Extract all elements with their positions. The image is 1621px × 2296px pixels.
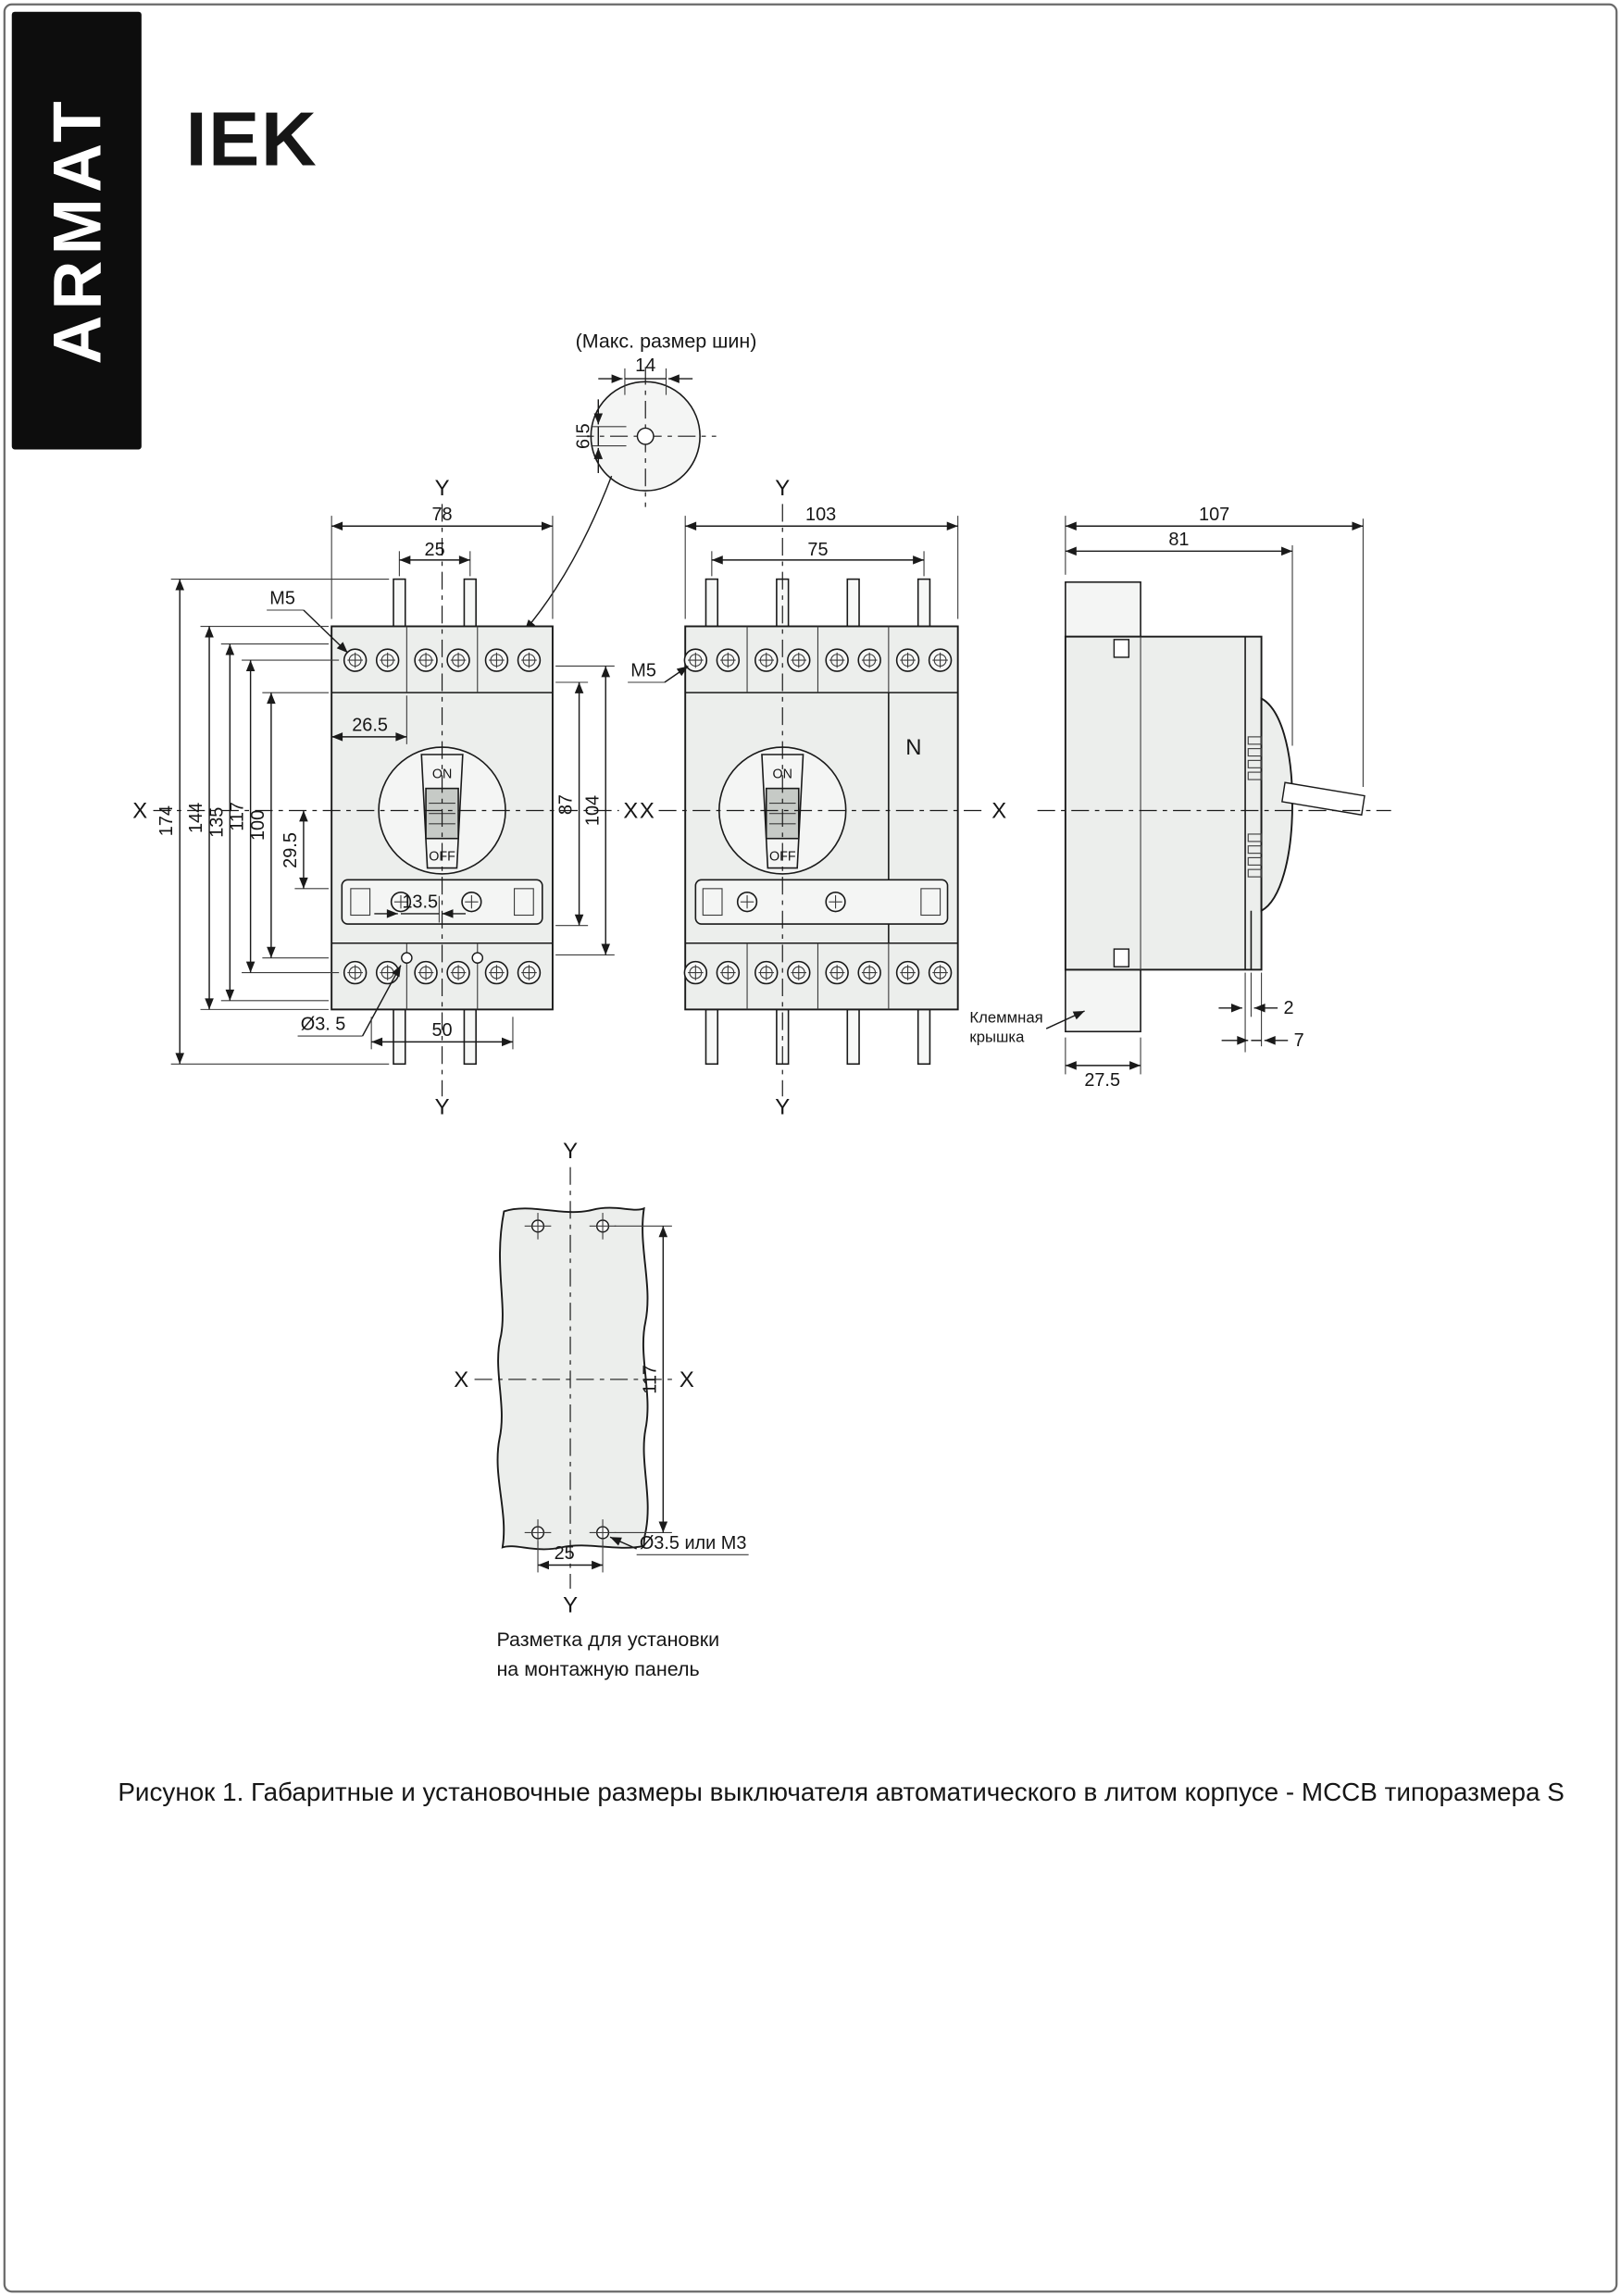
dim-78: 78 — [431, 505, 452, 525]
axis-y-bottom-template: Y — [563, 1592, 578, 1617]
breaker-body-side — [1064, 635, 1263, 971]
dim-25: 25 — [425, 540, 445, 560]
brand-text: ARMAT — [39, 95, 115, 365]
dim-144: 144 — [186, 803, 206, 833]
axis-x-left-template: X — [454, 1367, 468, 1392]
dim-104: 104 — [582, 795, 603, 826]
front-view-4-pole: ON OFF N Y Y X X 103 75 M5 — [628, 476, 1006, 1119]
dim-81: 81 — [1168, 530, 1189, 550]
dim-7: 7 — [1294, 1030, 1304, 1051]
bus-screw-hole — [636, 427, 655, 445]
dim-174: 174 — [156, 805, 177, 836]
axis-x-left-4p: X — [640, 798, 655, 823]
toggle-on-label-3p: ON — [432, 767, 452, 781]
dim-107: 107 — [1199, 505, 1229, 525]
template-plate — [496, 1206, 649, 1551]
dim-75: 75 — [807, 540, 828, 560]
terminal-cover-bottom — [1065, 968, 1141, 1033]
terminal-cover-top — [1065, 580, 1141, 638]
axis-y-bottom-4p: Y — [775, 1094, 790, 1119]
brand-banner: ARMAT — [11, 11, 142, 450]
mounting-template: Y Y X X 117 25 Ø3.5 или M3 Разметка для … — [454, 1139, 749, 1680]
detail-view-bus-size: (Макс. размер шин) 14 6.5 — [524, 331, 757, 631]
terminal-cover-label-2: крышка — [969, 1028, 1025, 1045]
axis-y-top-template: Y — [563, 1139, 578, 1164]
terminal-cover-label-1: Клеммная — [969, 1009, 1042, 1027]
dim-26-5: 26.5 — [352, 716, 388, 736]
mounting-strip-4p — [694, 879, 949, 925]
dim-103: 103 — [805, 505, 836, 525]
thread-callout-3p: M5 — [269, 589, 295, 609]
axis-x-right-3p: X — [623, 798, 638, 823]
axis-x-left-3p: X — [132, 798, 147, 823]
detail-title: (Макс. размер шин) — [576, 331, 757, 353]
iek-logo: IEK — [186, 95, 318, 181]
template-caption-1: Разметка для установки — [496, 1628, 719, 1651]
dim-29-5: 29.5 — [281, 832, 301, 868]
dim-25-template: 25 — [555, 1543, 575, 1564]
front-view-3-pole: ON OFF Y Y X X 78 25 M5 26.5 — [132, 476, 638, 1120]
axis-y-top-4p: Y — [775, 476, 790, 501]
handle-escutcheon — [1260, 696, 1293, 913]
dim-117-template: 117 — [640, 1365, 660, 1394]
dim-50: 50 — [431, 1020, 452, 1041]
dim-100: 100 — [248, 810, 268, 841]
toggle-lever-side — [1281, 781, 1365, 817]
dim-13-5: 13.5 — [402, 892, 438, 913]
axis-y-top-3p: Y — [435, 476, 450, 501]
dim-bus-width: 14 — [635, 356, 655, 376]
dim-117: 117 — [228, 802, 248, 831]
axis-y-bottom-3p: Y — [435, 1094, 450, 1119]
dim-bus-height: 6.5 — [574, 423, 594, 449]
neutral-pole-label: N — [905, 735, 921, 760]
toggle-on-label-4p: ON — [773, 767, 792, 781]
figure-caption: Рисунок 1. Габаритные и установочные раз… — [118, 1778, 1564, 1806]
thread-callout-4p: M5 — [630, 661, 656, 681]
axis-x-right-4p: X — [991, 798, 1006, 823]
hole-callout-template: Ø3.5 или M3 — [640, 1533, 747, 1554]
dim-87: 87 — [556, 794, 577, 815]
dim-135: 135 — [206, 807, 227, 838]
dim-27-5: 27.5 — [1084, 1070, 1120, 1091]
side-view: 107 81 2 7 Клеммная крышка 27.5 — [969, 505, 1391, 1091]
page-border — [3, 3, 1618, 2293]
axis-x-right-template: X — [680, 1367, 694, 1392]
dim-2: 2 — [1283, 998, 1293, 1018]
hole-callout-3p: Ø3. 5 — [301, 1015, 346, 1035]
template-caption-2: на монтажную панель — [496, 1658, 699, 1680]
